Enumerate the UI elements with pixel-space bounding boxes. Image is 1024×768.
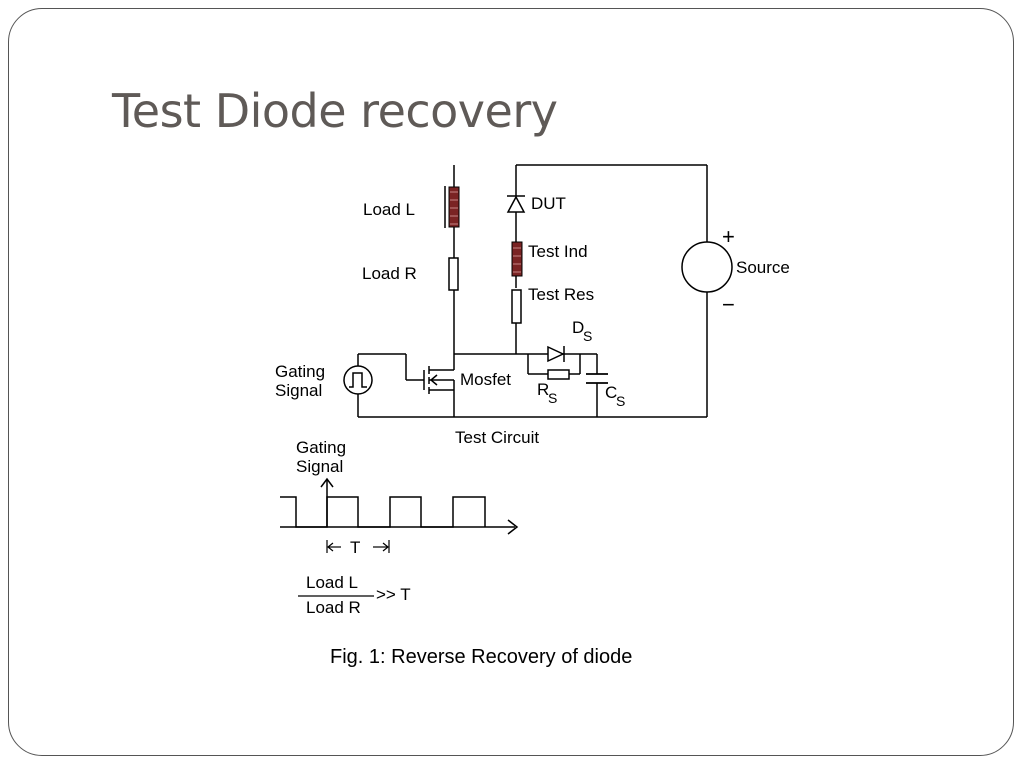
label-test-ind: Test Ind [528,242,588,261]
slide-title: Test Diode recovery [112,84,558,138]
load-resistor [448,257,459,291]
test-resistor [511,289,522,324]
source-plus-sign: + [722,224,735,249]
slide-frame [8,8,1014,756]
waveform-title-line1: Gating [296,438,346,457]
label-rs: R [537,380,549,399]
waveform-title-line2: Signal [296,457,343,476]
label-ds-subscript: S [583,328,592,344]
test-inductor [511,241,523,277]
voltage-source [681,241,733,293]
figure-caption: Fig. 1: Reverse Recovery of diode [330,646,632,668]
label-cs-subscript: S [616,393,625,409]
formula-numerator: Load L [306,573,358,592]
label-ds: D [572,318,584,337]
load-inductor [444,186,460,228]
label-test-res: Test Res [528,285,594,304]
label-load-l: Load L [363,200,415,219]
period-label: T [350,538,360,557]
formula-relation: >> T [376,585,411,604]
gating-signal-source [343,365,373,395]
mosfet [423,362,455,394]
snubber-capacitor [586,373,608,384]
dut-diode [506,195,526,213]
label-source: Source [736,258,790,277]
label-cs: C [605,383,617,402]
period-marker [326,540,390,553]
waveform-axes [280,477,519,535]
label-gating-line1: Gating [275,362,325,381]
source-minus-sign: − [722,292,735,317]
label-gating-line2: Signal [275,381,322,400]
label-load-r: Load R [362,264,417,283]
label-test-circuit: Test Circuit [455,428,539,447]
label-rs-subscript: S [548,390,557,406]
gating-pulse-train [280,496,486,528]
formula-denominator: Load R [306,598,361,617]
label-dut: DUT [531,194,566,213]
label-mosfet: Mosfet [460,370,511,389]
snubber-diode [547,345,565,363]
snubber-resistor [547,369,570,380]
